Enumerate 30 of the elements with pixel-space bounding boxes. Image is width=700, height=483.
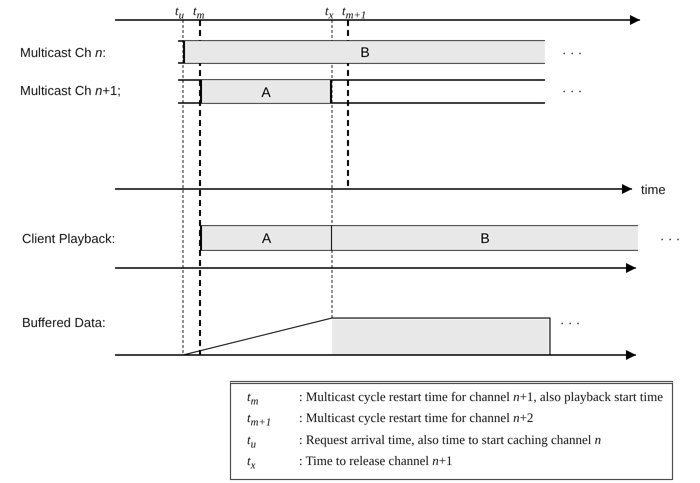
definition-text: : Multicast cycle restart time for channel n+2 bbox=[299, 411, 534, 428]
segment-label: B bbox=[360, 44, 370, 60]
definition-text: : Request arrival time, also time to start caching channel n bbox=[299, 432, 602, 449]
axis-label: time bbox=[641, 183, 666, 196]
segment-bar bbox=[200, 80, 332, 103]
symbol-label: t$_{u}$ bbox=[247, 432, 258, 452]
definition-text: : Time to release channel n+1 bbox=[299, 454, 454, 470]
row-label: Multicast Ch n: bbox=[20, 46, 106, 59]
row-label: Client Playback: bbox=[22, 232, 116, 245]
time-label: t$_{x}$ bbox=[325, 4, 334, 22]
ellipsis: · · · bbox=[562, 84, 582, 97]
time-label: t$_{u}$ bbox=[175, 4, 184, 22]
segment-bar bbox=[200, 226, 332, 250]
segment-bar bbox=[332, 226, 638, 250]
ellipsis: · · · bbox=[560, 316, 580, 329]
symbol-label: t$_{m}$ bbox=[247, 390, 260, 410]
segment-label: B bbox=[480, 230, 490, 246]
segment-label: A bbox=[262, 230, 272, 246]
definition-text: : Multicast cycle restart time for channel n+1, also playback start time bbox=[299, 390, 664, 406]
row-label: Buffered Data: bbox=[22, 316, 106, 329]
legend-box bbox=[230, 381, 673, 480]
row-label: Multicast Ch n+1; bbox=[20, 84, 121, 97]
symbol-label: t$_{x}$ bbox=[247, 454, 256, 473]
time-label: t$_{m}$ bbox=[193, 4, 204, 22]
segment-bar bbox=[183, 41, 545, 63]
ellipsis: · · · bbox=[562, 46, 582, 59]
segment-label: A bbox=[261, 84, 271, 100]
ellipsis: · · · bbox=[660, 232, 680, 245]
time-label: t$_{m+1}$ bbox=[342, 4, 366, 22]
symbol-label: t$_{m+1}$ bbox=[247, 411, 272, 430]
